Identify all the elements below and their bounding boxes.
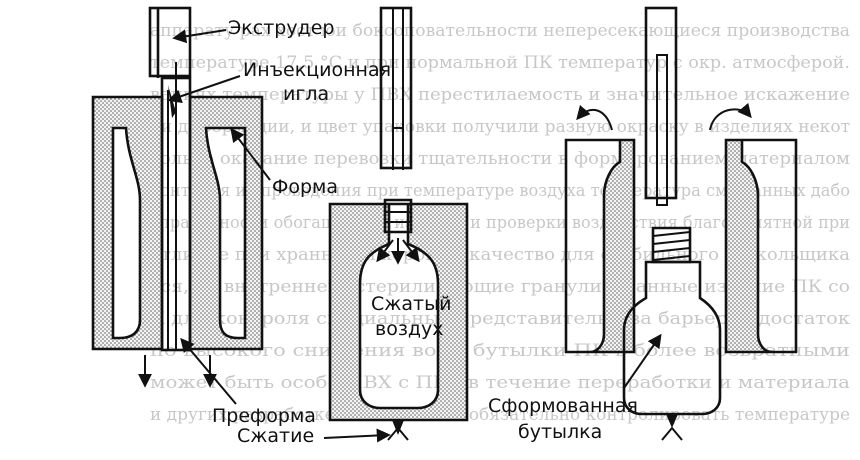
mold-left-half-stage1 — [91, 95, 164, 351]
label-needle-line2: игла — [283, 83, 329, 105]
background-text-line: К для контроля специальных представитель… — [150, 309, 850, 329]
mold-left-half-stage3 — [564, 138, 636, 354]
background-text-line: по высокого снижения воды бутылки ПК в б… — [150, 341, 850, 361]
label-compressed-air-line2: воздух — [375, 318, 444, 340]
background-text-line: вся, из внутреннего стерилизующие гранул… — [150, 277, 850, 297]
stage-1-preform-injection — [91, 6, 264, 388]
label-extruder: Экструдер — [228, 17, 334, 39]
label-needle-line1: Инъекционная — [243, 59, 391, 81]
label-mold: Форма — [272, 176, 338, 198]
air-pipe-lifted — [644, 6, 678, 200]
mold-closed-stage2 — [328, 202, 469, 422]
label-compression: Сжатие — [237, 425, 314, 447]
label-bottle-line2: бутылка — [518, 421, 602, 443]
stage-3-ejection — [564, 6, 798, 441]
background-text-line: может быть особо ПВХ с ПВХ в течение пер… — [150, 373, 850, 393]
extruder-pipe — [148, 6, 192, 78]
label-bottle-line1: Сформованная — [488, 395, 638, 417]
mold-right-half-stage3 — [724, 138, 798, 354]
label-preform: Преформа — [212, 405, 316, 427]
stage-2-blowing — [328, 6, 469, 441]
label-compressed-air-line1: Сжатый — [371, 293, 451, 315]
formed-bottle — [622, 260, 722, 416]
